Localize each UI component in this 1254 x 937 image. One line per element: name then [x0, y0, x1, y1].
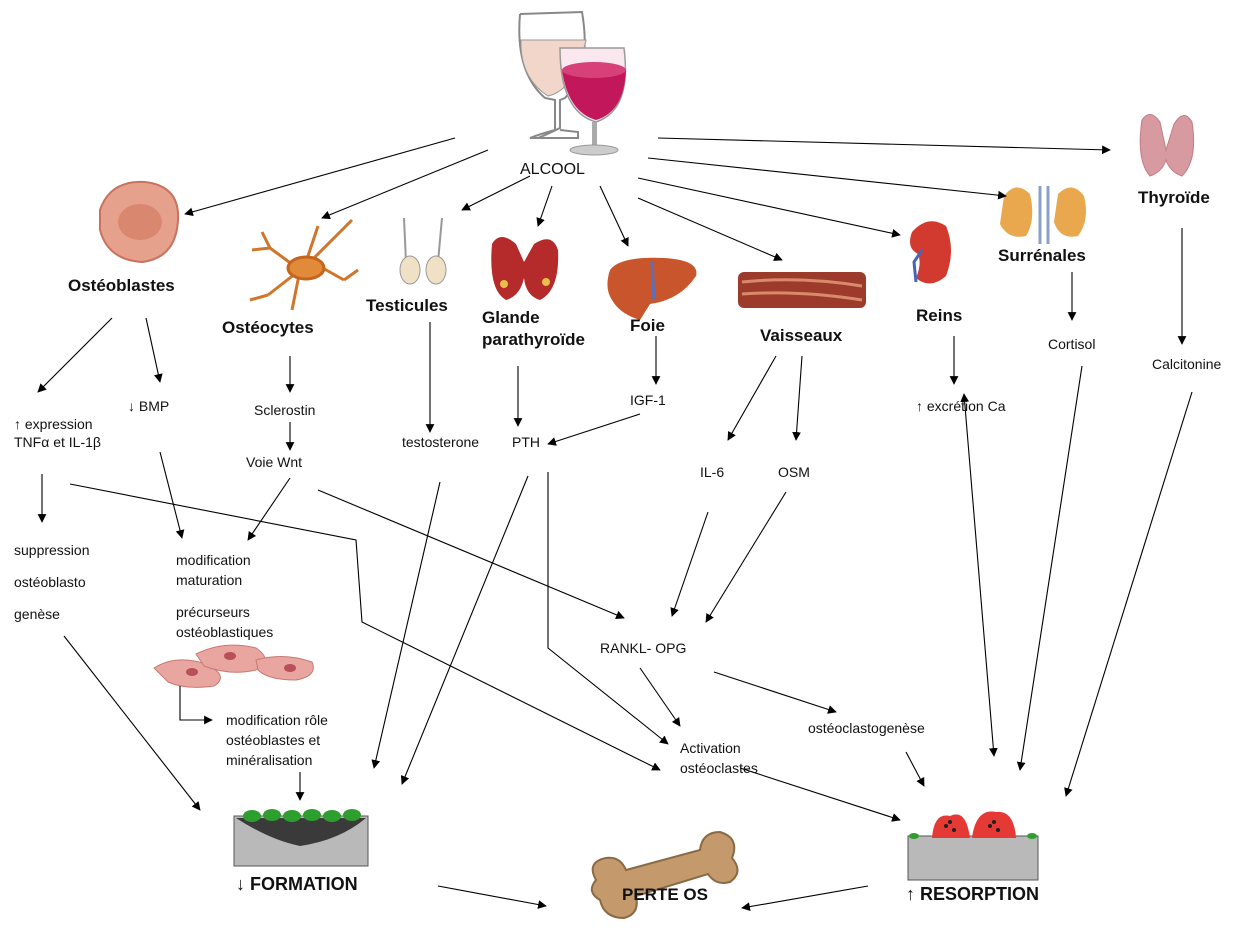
precursors-label-line2: ostéoblastiques — [176, 624, 274, 640]
thyroid-label: Thyroïde — [1138, 188, 1210, 207]
diagram-arrows — [37, 137, 1193, 911]
liver-icon — [607, 257, 697, 320]
parathyroid-gland-icon — [491, 237, 559, 300]
osteoblast-cell-icon — [99, 180, 180, 264]
suppression-label-line1: suppression — [14, 542, 90, 558]
kidney-icon — [910, 221, 951, 284]
osteoclastogenesis-label: ostéoclastogenèse — [808, 720, 925, 736]
igf1-label: IGF-1 — [630, 392, 666, 408]
parathyroid-label-line1: Glande — [482, 308, 540, 327]
parathyroid-label-line2: parathyroïde — [482, 330, 585, 349]
calcium-excretion-label: ↑ excrétion Ca — [916, 398, 1006, 414]
role-label-line1: modification rôle — [226, 712, 328, 728]
bmp-label: ↓ BMP — [128, 398, 170, 414]
calcitonin-label: Calcitonine — [1152, 356, 1222, 372]
bone-loss-label: PERTE OS — [622, 885, 708, 904]
adrenal-glands-icon — [1000, 186, 1086, 244]
maturation-label-line1: modification — [176, 552, 251, 568]
bone-icon — [590, 830, 739, 920]
precursors-label-line1: précurseurs — [176, 604, 250, 620]
wnt-label: Voie Wnt — [246, 454, 303, 470]
pth-label: PTH — [512, 434, 540, 450]
expression-label-line2: TNFα et IL-1β — [14, 434, 101, 450]
osteoblasts-label: Ostéoblastes — [68, 276, 175, 295]
adrenals-label: Surrénales — [998, 246, 1086, 265]
il6-label: IL-6 — [700, 464, 725, 480]
osteocyte-cell-icon — [249, 218, 359, 311]
role-label-line3: minéralisation — [226, 752, 313, 768]
vessels-label: Vaisseaux — [760, 326, 843, 345]
cortisol-label: Cortisol — [1048, 336, 1096, 352]
liver-label: Foie — [630, 316, 665, 335]
suppression-label-line2: ostéoblasto — [14, 574, 86, 590]
activation-label-line1: Activation — [680, 740, 741, 756]
rankl-opg-label: RANKL- OPG — [600, 640, 687, 656]
osteocytes-label: Ostéocytes — [222, 318, 314, 337]
testicles-label: Testicules — [366, 296, 448, 315]
expression-label-line1: ↑ expression — [14, 416, 93, 432]
kidneys-label: Reins — [916, 306, 963, 325]
alcohol-label: ALCOOL — [520, 161, 585, 178]
bone-resorption-icon — [907, 811, 1039, 881]
activation-label-line2: ostéoclastes — [680, 760, 758, 776]
suppression-label-line3: genèse — [14, 606, 60, 622]
role-label-line2: ostéoblastes et — [226, 732, 321, 748]
maturation-label-line2: maturation — [176, 572, 243, 588]
osm-label: OSM — [778, 464, 810, 480]
wine-glasses-icon — [518, 10, 627, 156]
bone-formation-icon — [233, 809, 369, 867]
testicles-icon — [399, 217, 447, 285]
testosterone-label: testosterone — [402, 434, 480, 450]
formation-label: ↓ FORMATION — [236, 874, 358, 894]
thyroid-icon — [1139, 114, 1195, 177]
osteoblast-precursors-icon — [153, 644, 314, 688]
sclerostin-label: Sclerostin — [254, 402, 316, 418]
resorption-label: ↑ RESORPTION — [906, 884, 1040, 904]
blood-vessel-icon — [738, 272, 866, 308]
